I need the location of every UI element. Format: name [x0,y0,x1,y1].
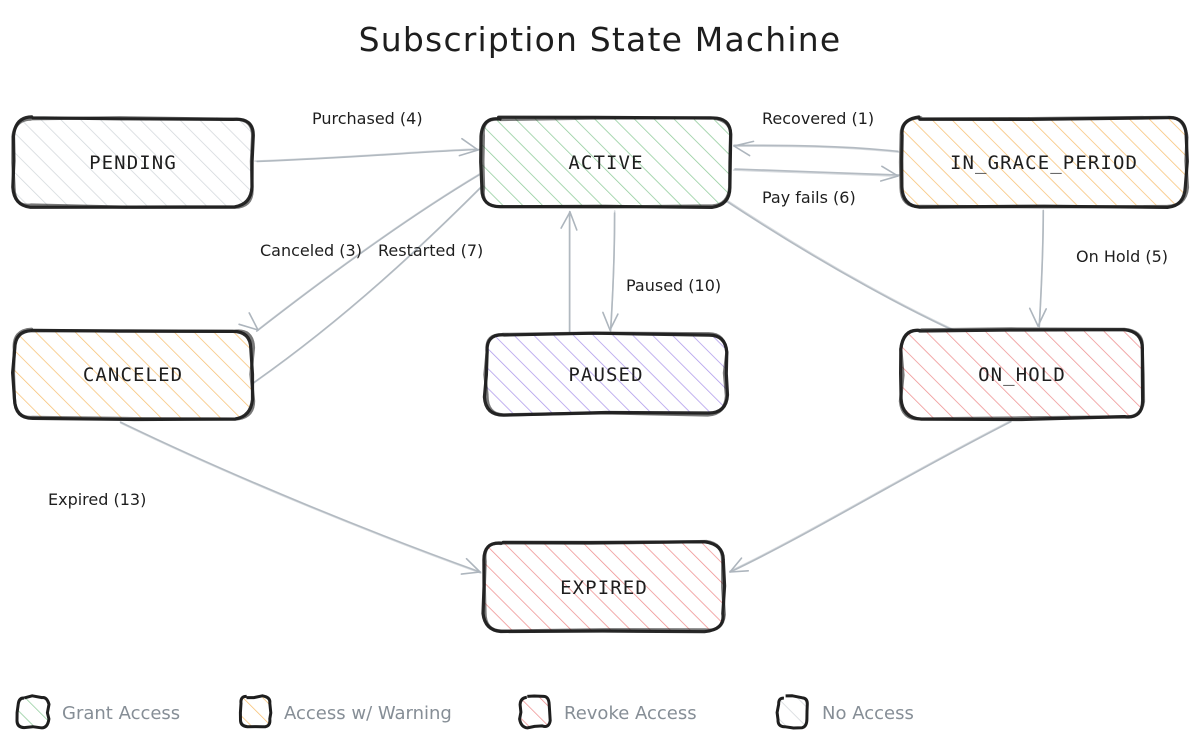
node-border [482,539,726,633]
edge-canceled[interactable] [238,173,481,332]
node-label: ACTIVE [568,152,643,174]
edge-expired-2[interactable] [728,420,1012,573]
node-border [898,115,1190,209]
legend-item-access-with-warning[interactable]: Access w/ Warning [238,694,452,729]
arrow-head-icon [460,557,481,575]
edge-line [609,210,616,330]
node-border [898,327,1146,421]
edge-label-recovered: Recovered (1) [762,109,874,128]
edge-line [730,420,1012,573]
legend-layer: Grant Access Access w/ Warning Revoke Acce… [15,694,914,730]
state-node-on-hold[interactable]: ON_HOLD [898,327,1146,422]
node-fill [901,117,1187,206]
arrow-head-icon [238,312,259,331]
legend-swatch-border [518,694,552,730]
edge-line [724,199,1000,352]
edge-expired[interactable] [119,421,482,575]
edge-label-on-hold: On Hold (5) [1076,247,1168,266]
arrow-head-icon [1028,307,1047,327]
edge-pay-fails[interactable] [732,165,900,182]
edges-layer [119,137,1047,575]
edge-line [254,148,478,162]
arrow-head-icon [733,140,755,157]
node-border [11,327,256,421]
edge-on-hold[interactable] [1028,209,1047,328]
edge-label-canceled: Canceled (3) [260,241,362,260]
node-label: PENDING [89,152,177,174]
legend-swatch [17,696,49,728]
edge-label-paused: Paused (10) [626,276,721,295]
edge-line [732,169,899,177]
arrow-head-icon [560,211,578,231]
state-node-pending[interactable]: PENDING [11,115,255,209]
arrow-head-icon [458,137,479,157]
state-node-expired[interactable]: EXPIRED [481,539,727,634]
arrow-head-icon [602,311,619,331]
state-node-paused[interactable]: PAUSED [482,331,730,417]
state-node-in-grace-period[interactable]: IN_GRACE_PERIOD [898,115,1190,209]
edge-line [252,184,484,385]
node-fill [13,329,253,419]
edge-line [734,168,900,176]
edge-line [256,173,481,331]
edge-line [1038,209,1045,328]
legend-swatch-border [15,694,51,730]
edge-purchased[interactable] [254,137,481,163]
edge-restarted[interactable] [252,184,501,385]
node-fill [13,117,253,206]
legend-swatch [239,696,271,728]
node-border [483,331,729,417]
edge-line [119,421,482,573]
legend-swatch-border [775,694,809,730]
state-node-active[interactable]: ACTIVE [479,115,733,209]
edge-label-purchased: Purchased (4) [312,109,423,128]
arrow-head-icon [880,165,899,182]
legend-swatch [777,696,809,728]
legend-item-grant-access[interactable]: Grant Access [15,694,180,730]
edge-line [733,144,899,153]
edge-recovered[interactable] [733,140,900,157]
node-fill [481,117,731,207]
legend-item-revoke-access[interactable]: Revoke Access [518,694,697,730]
node-border [11,116,255,209]
edge-labels-layer: Purchased (4) Recovered (1) Pay fails (6) C… [48,109,1168,509]
state-node-canceled[interactable]: CANCELED [11,327,256,422]
legend-label: Grant Access [62,703,180,724]
edge-line [734,145,900,154]
legend-item-no-access[interactable]: No Access [775,694,914,730]
legend-label: Revoke Access [564,703,697,724]
edge-label-restarted: Restarted (7) [378,241,483,260]
node-label: CANCELED [83,364,183,386]
edge-line [252,184,484,384]
node-label: PAUSED [568,364,643,386]
arrow-head-icon [729,557,749,573]
legend-label: Access w/ Warning [284,703,452,724]
legend-swatch-border [238,694,273,729]
edge-label-expired: Expired (13) [48,490,146,509]
edge-paused[interactable] [602,210,619,332]
edge-resumed[interactable] [560,210,578,334]
node-fill [485,333,727,414]
page-title: Subscription State Machine [359,20,842,59]
node-label: ON_HOLD [978,364,1066,386]
node-label: IN_GRACE_PERIOD [950,152,1138,174]
edge-line [728,420,1011,573]
edge-line [120,422,482,574]
legend-label: No Access [822,703,914,724]
nodes-layer: PENDING ACTIVE IN_GRACE_PERIOD CANCELED PAUS… [11,115,1190,634]
node-fill [483,542,725,632]
node-label: EXPIRED [560,577,648,599]
node-border [481,116,733,209]
legend-swatch [519,696,550,727]
edge-label-pay-fails: Pay fails (6) [762,188,856,207]
node-fill [901,329,1143,419]
